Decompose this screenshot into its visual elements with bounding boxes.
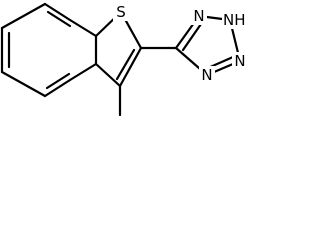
sulfur-label: S [116,3,126,21]
n-bottom-label: N [201,66,212,84]
molecule-structure: S N NH N N [0,2,253,117]
bond-c3a-c7a [68,62,98,82]
atom-n-right: N [232,52,248,70]
bond-c2-c3 [118,46,143,88]
bond-c7-c6-inner [46,10,72,28]
nh-label: NH [223,11,246,29]
bond-c3a-c4 [43,78,72,98]
bond-c7a-c7 [68,18,98,38]
atom-n-top: N [191,7,207,25]
atom-s: S [113,3,129,21]
n-right-label: N [234,52,245,70]
bond-c4-c3a-outer [0,70,47,98]
bond-c5t-n1-inner [181,22,203,52]
bond-c2-c3-inner [115,48,136,81]
bond-c3-c3a [94,62,122,88]
bond-c3a-c4-inner [45,72,71,90]
n-top-label: N [193,7,204,25]
bond-c7-c6 [43,2,72,22]
benzene-ring [0,2,98,98]
atom-n-bottom: N [199,66,215,84]
bond-c6-c5 [0,2,47,30]
thiophene-ring [94,10,143,88]
atom-nh: NH [222,11,253,29]
